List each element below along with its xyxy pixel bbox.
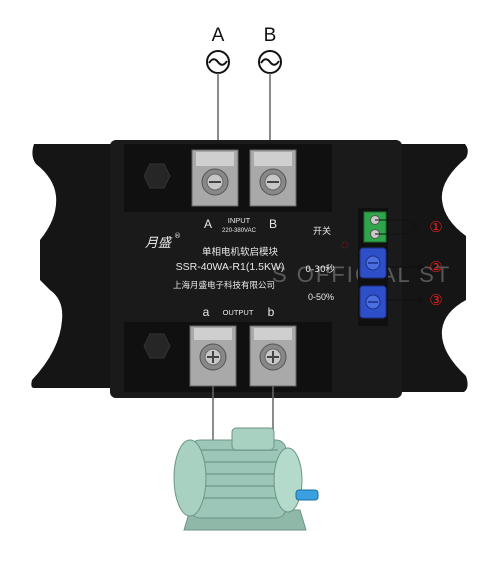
switch-label: 开关 xyxy=(313,225,331,237)
output-terminal-label-b: b xyxy=(268,305,275,319)
annotation-2-label: ② xyxy=(429,258,442,276)
brand-name: 月盛 xyxy=(145,236,173,251)
annotation-1: ① xyxy=(375,218,443,236)
ac-symbol-a-icon xyxy=(206,50,230,74)
model-number: SSR-40WA-R1(1.5KW) xyxy=(176,261,285,273)
time-adjust-label: 0-30秒 xyxy=(305,263,334,275)
control-strip xyxy=(358,208,388,326)
input-voltage: 220-380VAC xyxy=(222,228,257,234)
phase-label-b: B xyxy=(264,25,277,46)
annotation-3-label: ③ xyxy=(429,291,442,309)
input-terminal-label-b: B xyxy=(269,217,277,231)
output-terminal-a xyxy=(189,325,237,387)
input-terminal-b xyxy=(249,149,297,207)
motor-icon xyxy=(173,427,319,531)
input-terminal-label-a: A xyxy=(204,217,212,231)
input-terminal-a xyxy=(191,149,239,207)
ac-symbol-b-icon xyxy=(258,50,282,74)
indicator-led xyxy=(341,241,349,249)
company-name: 上海月盛电子科技有限公司 xyxy=(173,280,275,291)
input-title: INPUT xyxy=(228,216,251,225)
annotation-3: ③ xyxy=(386,291,443,309)
output-title: OUTPUT xyxy=(223,308,254,317)
product-name: 单相电机软启模块 xyxy=(202,246,279,258)
phase-label-a: A xyxy=(212,25,225,46)
brand-registered-mark: ® xyxy=(174,232,181,240)
annotation-2: ② xyxy=(386,258,443,276)
output-terminal-b xyxy=(249,325,297,387)
brand-logo: 月盛 ® xyxy=(145,232,181,251)
voltage-adjust-label: 0-50% xyxy=(308,292,334,302)
output-terminal-label-a: a xyxy=(203,305,210,319)
annotation-1-label: ① xyxy=(429,218,442,236)
